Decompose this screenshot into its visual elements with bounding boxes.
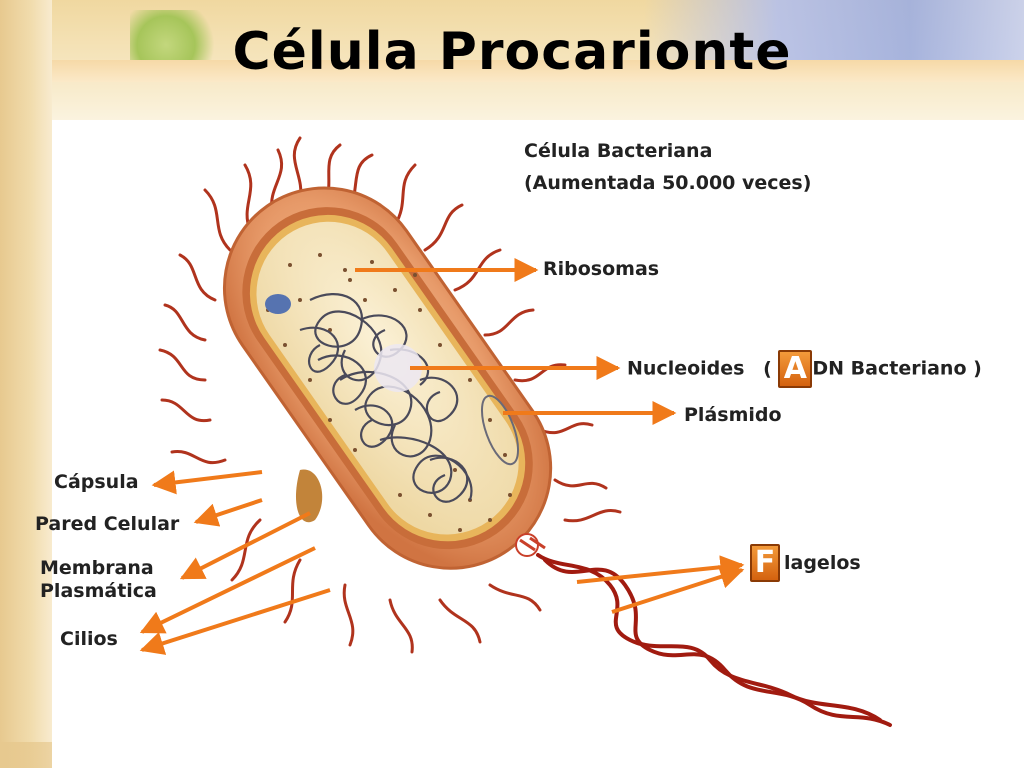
label-membrana-line1: Membrana xyxy=(40,557,154,579)
label-plasmido: Plásmido xyxy=(684,404,782,426)
label-capsula: Cápsula xyxy=(54,471,139,493)
inclusion-granule xyxy=(265,294,291,314)
caption-title: Célula Bacteriana xyxy=(524,140,713,162)
label-ribosomas: Ribosomas xyxy=(543,258,660,280)
label-adn-letter-badge: A xyxy=(778,350,813,388)
label-flagelos-letter-badge: F xyxy=(750,544,780,582)
arrow-cilios-1 xyxy=(139,546,316,634)
label-nucleoides-text: Nucleoides xyxy=(627,357,745,380)
caption-subtitle: (Aumentada 50.000 veces) xyxy=(524,172,812,194)
label-adn-rest: DN Bacteriano ) xyxy=(812,357,982,380)
slide-title: Célula Procarionte xyxy=(232,22,792,82)
cilia-group xyxy=(158,136,622,654)
label-cilios: Cilios xyxy=(60,628,118,650)
nucleoid-center xyxy=(374,344,422,392)
title-banner-stripe xyxy=(40,60,1024,82)
nucleoid-dna xyxy=(299,293,473,503)
flagellum-base xyxy=(515,533,546,557)
arrow-flagelos-1 xyxy=(576,555,745,584)
label-pared-celular: Pared Celular xyxy=(35,513,180,535)
ribosomes-group xyxy=(266,253,512,532)
arrow-capsula xyxy=(151,470,263,495)
left-border-decoration xyxy=(0,0,52,768)
plasmid-shape xyxy=(480,394,520,466)
mesosome-fold xyxy=(295,469,323,523)
label-arrows xyxy=(139,258,745,655)
arrow-cilios-2 xyxy=(139,588,331,655)
arrow-flagelos-2 xyxy=(611,565,745,614)
label-flagelos-rest: lagelos xyxy=(784,551,861,574)
arrow-membrana xyxy=(179,511,311,580)
arrow-pared xyxy=(193,498,263,527)
label-membrana-line2: Plasmática xyxy=(40,580,157,602)
label-adn-open: ( xyxy=(763,357,772,380)
